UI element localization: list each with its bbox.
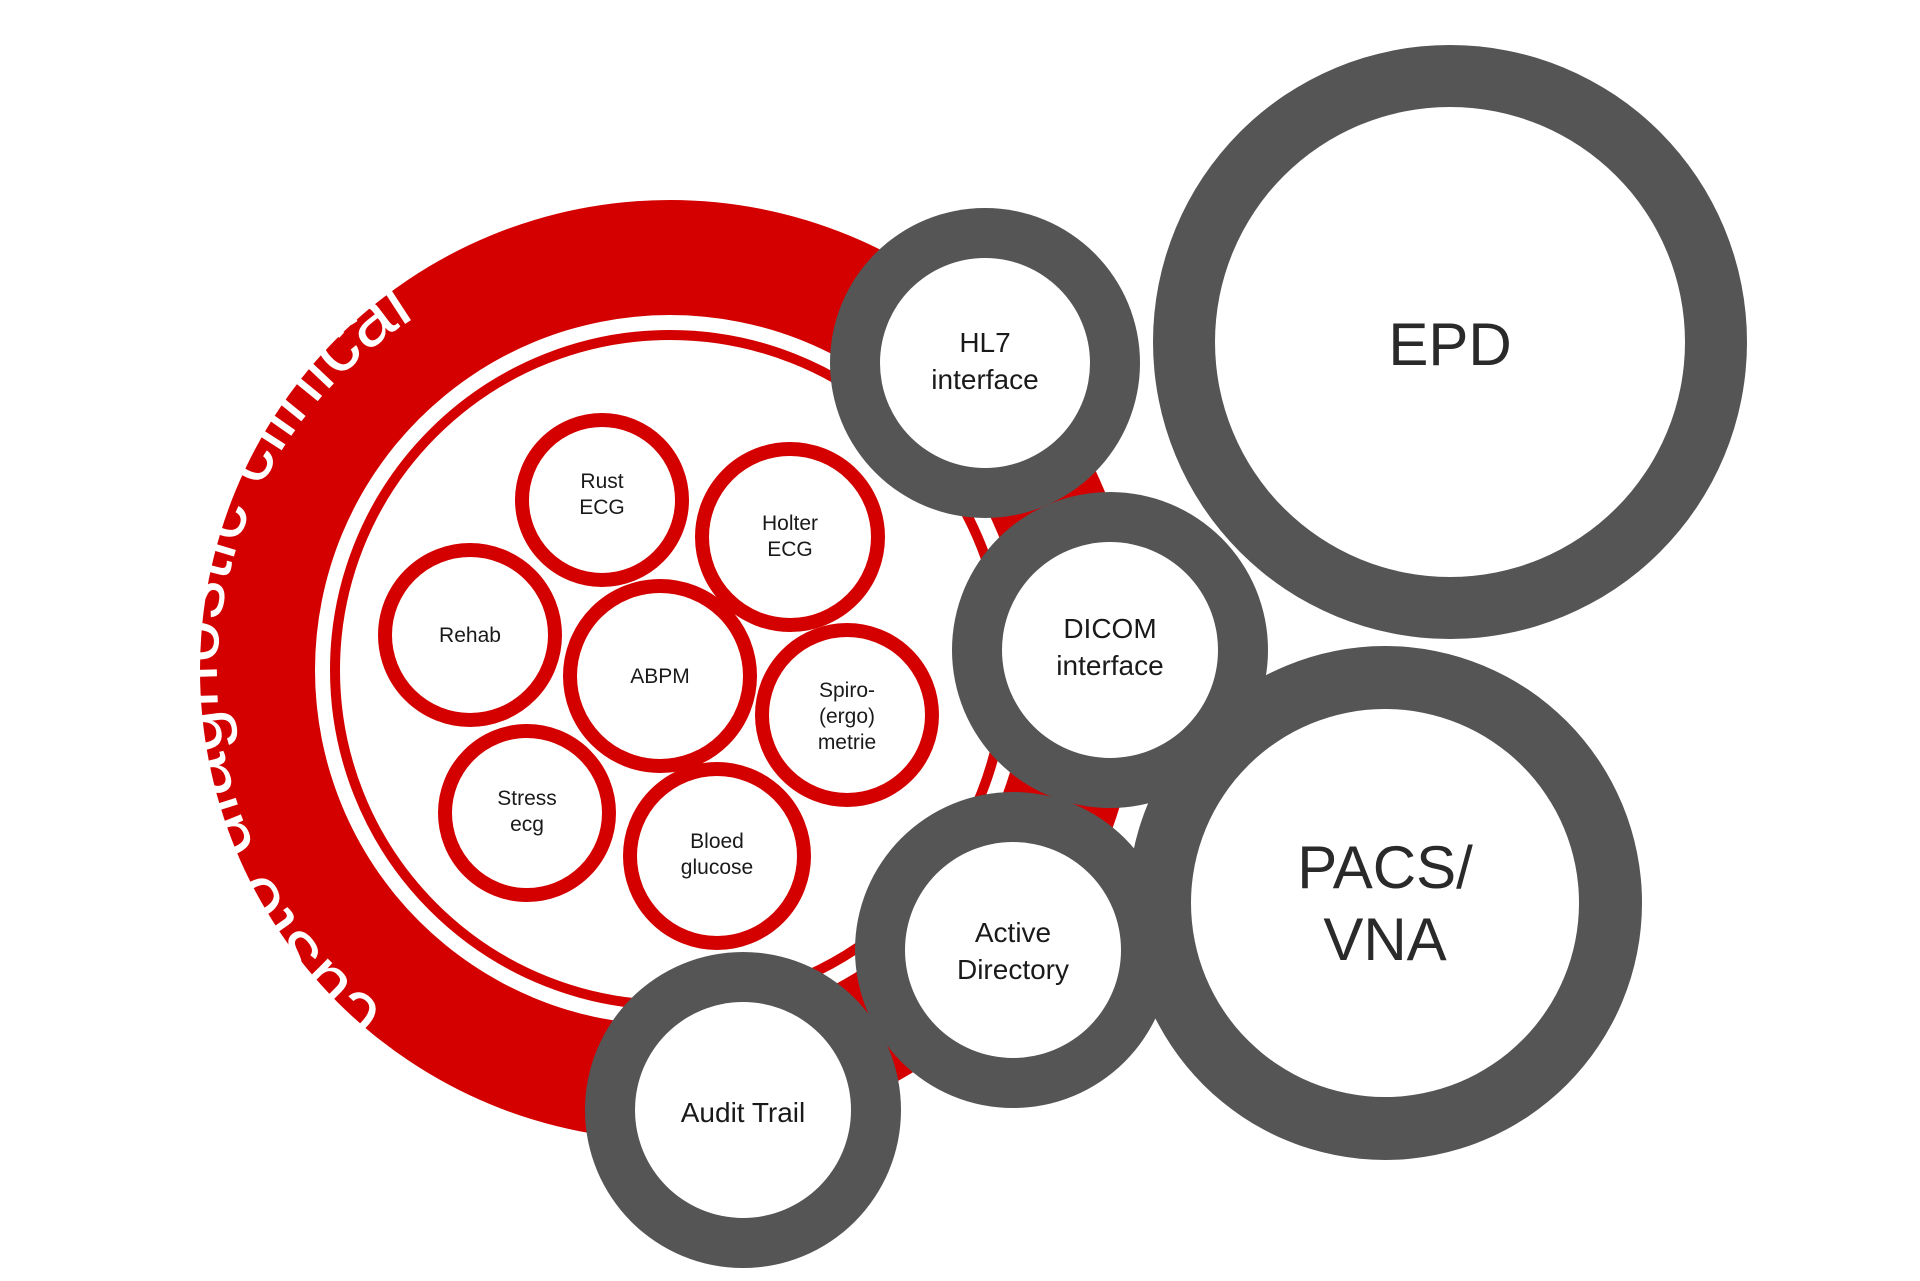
module-spiro-ergo-metrie: Spiro- (ergo) metrie (755, 623, 939, 807)
interface-ad-line-1: Active (975, 917, 1051, 948)
system-pacs-label-line-1: PACS/ (1297, 834, 1473, 901)
module-spiro-line-1: Spiro- (819, 679, 875, 702)
module-stress-ecg-line-2: ecg (510, 813, 544, 836)
interface-dicom: DICOM interface (952, 492, 1268, 808)
interface-dicom-line-1: DICOM (1063, 613, 1156, 644)
system-pacs-label-line-2: VNA (1323, 906, 1446, 973)
interface-hl7-line-1: HL7 (959, 327, 1010, 358)
interface-active-directory: Active Directory (855, 792, 1171, 1108)
interface-ad-line-2: Directory (957, 954, 1069, 985)
module-spiro-line-3: metrie (818, 731, 876, 754)
system-epd: EPD (1153, 45, 1747, 639)
module-blood-glucose: Bloed glucose (623, 762, 811, 950)
module-abpm-line-1: ABPM (630, 665, 690, 688)
system-epd-label: EPD (1388, 311, 1511, 378)
interface-audit-trail-line-1: Audit Trail (681, 1097, 806, 1128)
module-abpm: ABPM (563, 579, 757, 773)
module-rust-ecg-line-2: ECG (579, 496, 625, 519)
system-pacs-vna: PACS/ VNA (1128, 646, 1642, 1160)
module-stress-ecg: Stress ecg (438, 724, 616, 902)
module-rehab: Rehab (378, 543, 562, 727)
module-stress-ecg-line-1: Stress (497, 787, 557, 810)
module-holter-ecg: Holter ECG (695, 442, 885, 632)
module-rehab-line-1: Rehab (439, 624, 501, 647)
module-blood-glucose-line-1: Bloed (690, 830, 744, 853)
module-rust-ecg-line-1: Rust (580, 470, 623, 493)
module-holter-ecg-line-2: ECG (767, 538, 813, 561)
interface-dicom-line-2: interface (1056, 650, 1163, 681)
module-holter-ecg-line-1: Holter (762, 512, 818, 535)
module-blood-glucose-line-2: glucose (681, 856, 753, 879)
interface-hl7-line-2: interface (931, 364, 1038, 395)
interface-hl7: HL7 interface (830, 208, 1140, 518)
module-rust-ecg: Rust ECG (515, 413, 689, 587)
module-spiro-line-2: (ergo) (819, 705, 875, 728)
interface-audit-trail: Audit Trail (585, 952, 901, 1268)
